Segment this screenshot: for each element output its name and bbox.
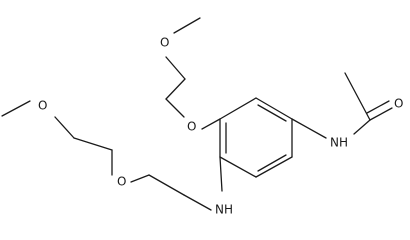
ring-bond-top [255,97,293,120]
methoxy-oxygen-top-label: O [160,36,169,50]
aminoethoxy-chain: NH O O [1,99,233,217]
methoxy-oxygen-left-label: O [38,99,47,113]
methoxyethoxy-group: O O [160,17,221,134]
ether-oxygen-mid-label: O [117,175,126,189]
amide-nh-label: NH [330,136,348,150]
nh-to-ch2-bond [183,194,212,211]
carbonyl-double-bond-b [366,100,390,114]
carbonyl-double-bond-a [369,107,393,121]
ch2-to-methoxy-oxygen-bond [165,56,186,80]
acetamide-group: NH O [291,72,403,150]
ch2-to-methoxy-oxygen-left-bond [54,116,75,139]
ring-bond-bottom-left [219,156,257,178]
ring-to-aryl-oxygen-bond [201,118,221,130]
ch2-ch2-bond-lower [148,174,185,196]
benzene-ring [219,97,293,178]
ring-to-nh-bond [291,118,327,139]
chemical-structure-diagram: NH O O O NH O O [1,17,403,217]
nh-to-carbonyl-bond [353,119,371,135]
ch2-to-ether-oxygen-bond [130,174,150,183]
acetyl-methyl-bond [344,72,371,121]
methoxy-oxygen-left-to-methyl-bond [1,100,31,117]
aryl-oxygen-to-ch2-bond [165,98,185,118]
amine-nh-label: NH [215,203,233,217]
ethylene-bond-top [165,78,186,100]
ring-bond-bottom-right-inner [257,154,287,172]
ch2-ch2-bond-mid [73,137,113,151]
ring-bond-top-inner [257,104,287,122]
ring-bond-bottom-right [255,156,293,178]
ring-to-nh-bond-lower [219,156,223,192]
aryl-ether-oxygen-label: O [187,120,196,134]
methoxy-oxygen-to-methyl-bond [173,17,201,34]
amide-oxygen-label: O [394,97,403,111]
ring-bond-top-left [219,97,257,120]
